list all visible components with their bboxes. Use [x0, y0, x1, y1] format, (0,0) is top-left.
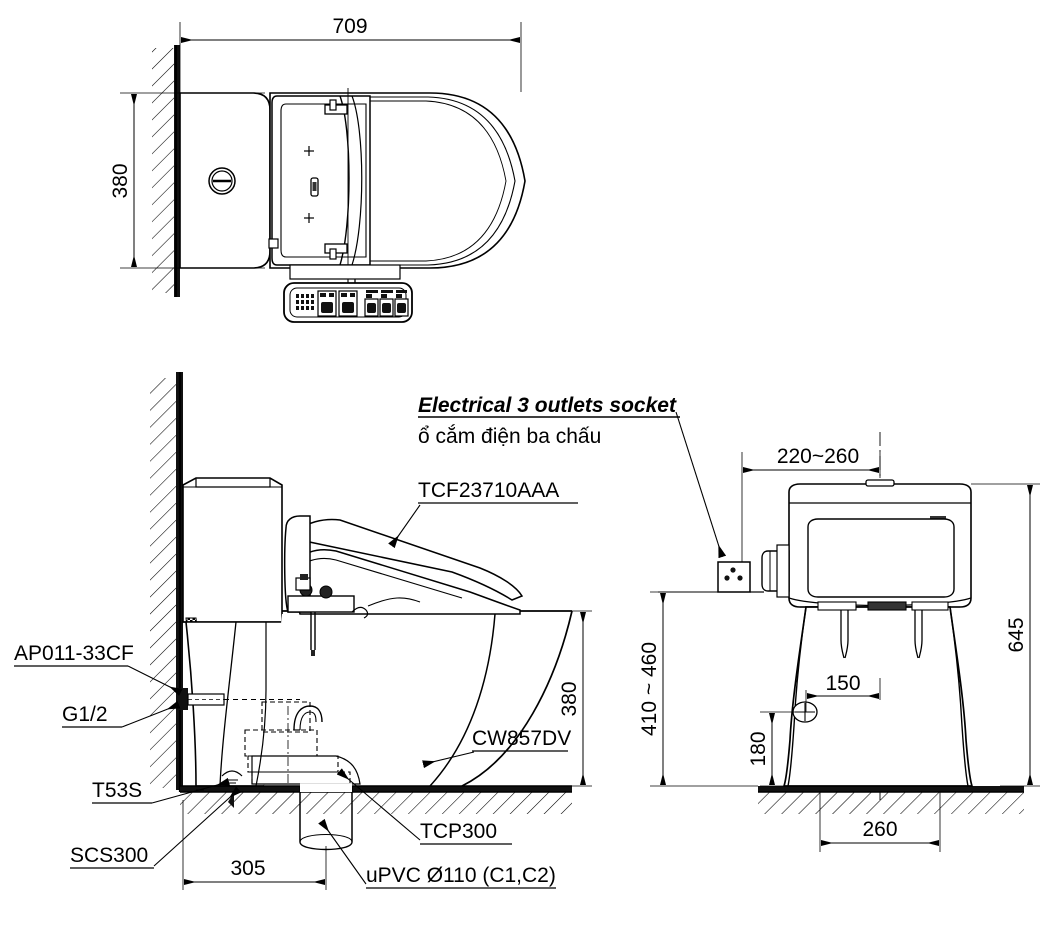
side-view-wall	[150, 372, 183, 792]
dim-380-side-text: 380	[558, 681, 581, 716]
side-view-floor	[180, 786, 572, 814]
label-cw857dv-text: CW857DV	[472, 727, 571, 750]
dim-260-text: 260	[862, 818, 897, 841]
electrical-socket-3pin-icon	[717, 561, 764, 593]
top-view-remote-link	[289, 264, 401, 283]
note-line-en: Electrical 3 outlets socket	[418, 394, 677, 417]
leader-ap011: AP011-33CF	[14, 642, 183, 697]
leader-tcf23710aaa: TCF23710AAA	[388, 479, 578, 549]
leader-g12: G1/2	[62, 700, 181, 728]
leader-cw857dv: CW857DV	[422, 727, 571, 769]
dim-709-text: 709	[332, 15, 367, 38]
side-view-washlet	[283, 515, 524, 656]
label-scs300-text: SCS300	[70, 844, 148, 867]
dim-260: 260	[819, 792, 941, 852]
dim-180: 180	[747, 711, 805, 787]
dim-380-side: 380	[558, 610, 592, 787]
dim-410-460: 410 ~ 460	[638, 591, 758, 787]
front-view: 220~260 645 410 ~ 460 150 18	[638, 432, 1040, 852]
front-view-bowl	[782, 601, 974, 787]
leader-upvc: uPVC Ø110 (C1,C2)	[318, 818, 556, 889]
dim-645: 645	[971, 483, 1040, 787]
note-line-vi: ổ cắm điện ba chấu	[418, 425, 601, 448]
dim-380-top-text: 380	[109, 163, 132, 198]
top-view-plus-marks	[304, 146, 314, 223]
dim-645-text: 645	[1005, 617, 1028, 652]
electrical-socket-note: Electrical 3 outlets socket ổ cắm điện b…	[418, 394, 727, 559]
upvc-stack-pipe	[299, 783, 353, 851]
dim-220-260: 220~260	[741, 445, 881, 562]
front-view-inlet-fitting	[761, 544, 790, 598]
top-view-washlet-unit	[268, 88, 371, 300]
leader-tcp300: TCP300	[336, 768, 512, 845]
leader-scs300: SCS300	[70, 786, 242, 869]
top-view-tank	[179, 92, 271, 269]
dim-180-text: 180	[747, 731, 770, 766]
label-ap011-text: AP011-33CF	[14, 642, 134, 665]
dim-305: 305	[182, 800, 327, 890]
side-view: 380 305 Electrical 3 outlets socket ổ cắ…	[14, 372, 727, 890]
front-view-cistern	[788, 479, 972, 608]
top-view-wall	[152, 45, 180, 297]
dim-150: 150	[805, 672, 881, 712]
dim-150-text: 150	[825, 672, 860, 695]
front-view-floor	[758, 786, 1024, 814]
label-tcp300-text: TCP300	[420, 820, 497, 843]
dim-410-460-text: 410 ~ 460	[638, 642, 661, 736]
label-g12-text: G1/2	[62, 703, 108, 726]
top-view: 709 380	[109, 15, 526, 323]
leader-t53s: T53S	[92, 777, 231, 804]
side-view-plumbing	[176, 688, 361, 851]
side-view-bowl-skirt	[180, 610, 573, 787]
label-tcf23710aaa-text: TCF23710AAA	[418, 479, 559, 502]
dim-305-text: 305	[230, 857, 265, 880]
dim-709: 709	[179, 15, 522, 95]
dim-220-260-text: 220~260	[777, 445, 859, 468]
label-t53s-text: T53S	[92, 779, 142, 802]
label-upvc-text: uPVC Ø110 (C1,C2)	[366, 864, 556, 887]
remote-control-panel-icon	[283, 282, 413, 323]
